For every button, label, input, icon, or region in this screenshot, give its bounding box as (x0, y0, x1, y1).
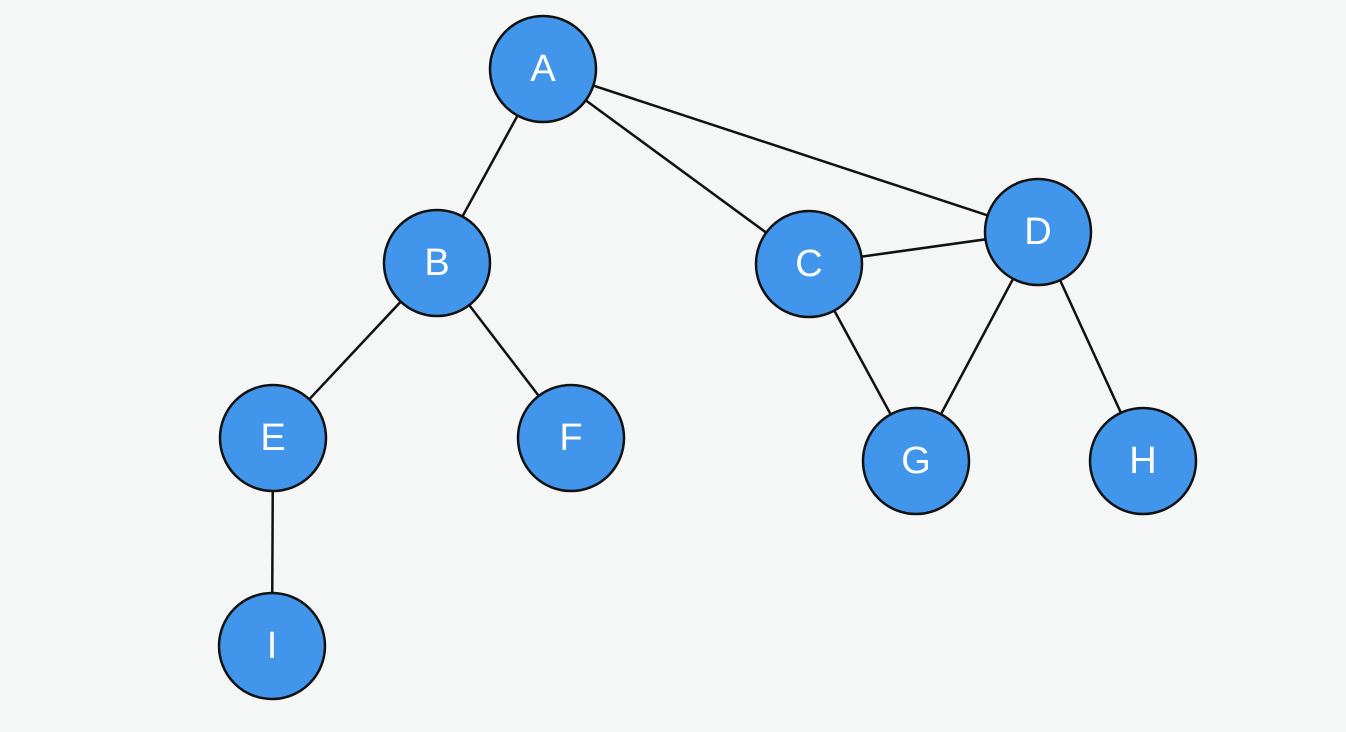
node-C[interactable]: C (754, 209, 864, 319)
node-circle-H[interactable] (1088, 406, 1198, 516)
node-circle-E[interactable] (218, 383, 328, 493)
edge-A-D (542, 67, 1039, 234)
node-F[interactable]: F (516, 383, 626, 493)
node-circle-I[interactable] (217, 591, 327, 701)
edge-A-C (542, 67, 810, 266)
node-circle-F[interactable] (516, 383, 626, 493)
node-circle-D[interactable] (983, 177, 1093, 287)
node-I[interactable]: I (217, 591, 327, 701)
node-A[interactable]: A (488, 14, 598, 124)
node-circle-C[interactable] (754, 209, 864, 319)
node-circle-B[interactable] (382, 208, 492, 318)
node-G[interactable]: G (861, 406, 971, 516)
node-D[interactable]: D (983, 177, 1093, 287)
node-E[interactable]: E (218, 383, 328, 493)
node-circle-G[interactable] (861, 406, 971, 516)
node-B[interactable]: B (382, 208, 492, 318)
node-H[interactable]: H (1088, 406, 1198, 516)
node-circle-A[interactable] (488, 14, 598, 124)
